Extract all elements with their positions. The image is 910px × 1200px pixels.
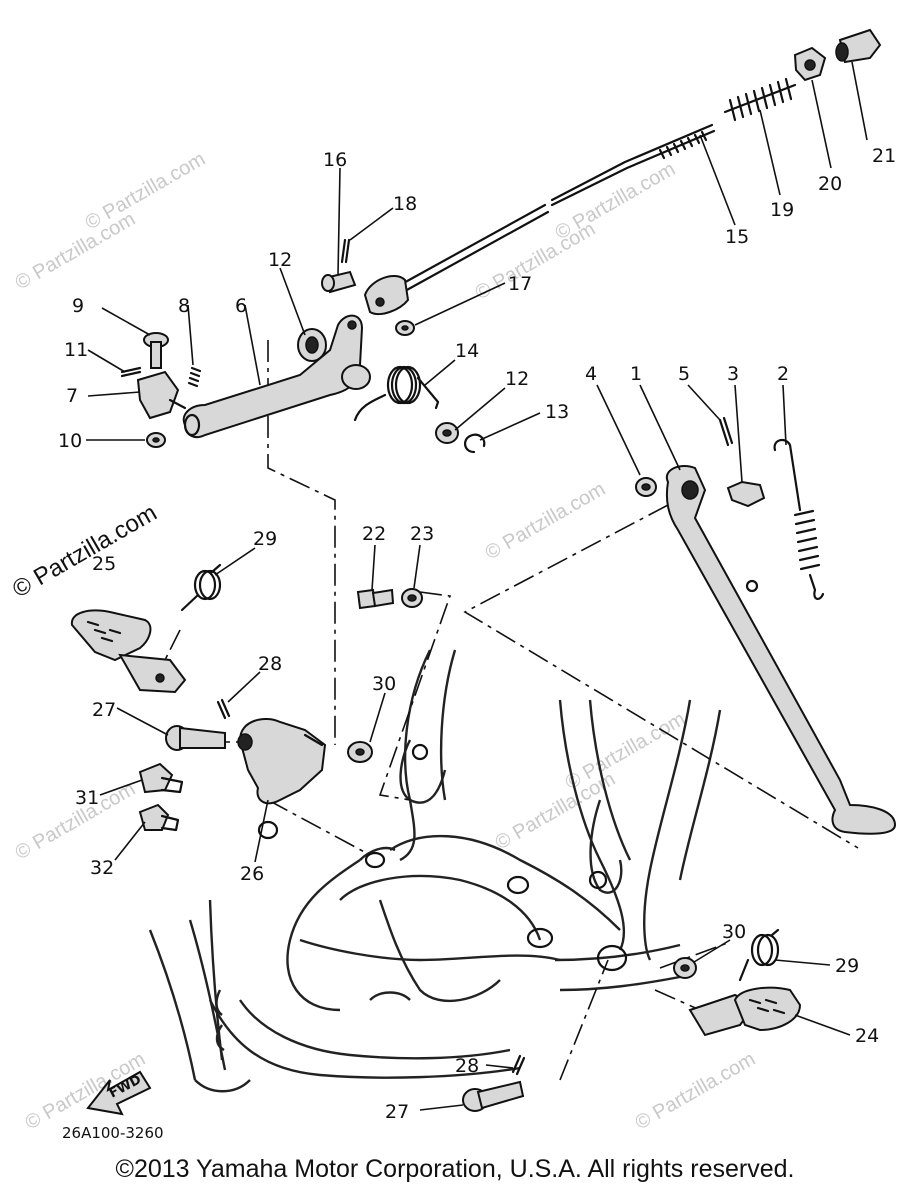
callout-17: 17 — [508, 273, 532, 295]
part-8-small-spring — [187, 366, 202, 388]
part-25-footrest-left — [70, 609, 187, 694]
part-19-spring — [723, 77, 797, 122]
part-4-washer — [635, 477, 657, 497]
callout-5: 5 — [678, 363, 690, 385]
part-23-nut — [401, 588, 423, 608]
part-13-circlip — [464, 433, 486, 454]
part-18-cotter-pin — [340, 238, 351, 264]
part-15-brake-rod — [363, 123, 716, 316]
part-17-washer — [395, 320, 415, 336]
part-27-pin-upper — [165, 725, 226, 751]
part-27-pin-lower — [462, 1080, 525, 1112]
callout-26: 26 — [240, 863, 264, 885]
diagram-code: 26A100-3260 — [62, 1124, 164, 1142]
part-2-stand-spring — [773, 438, 825, 600]
part-21-adjuster-nut — [835, 28, 882, 64]
part-24-footrest-right — [688, 986, 802, 1037]
callout-24: 24 — [855, 1025, 879, 1047]
part-30-washer-lower — [673, 957, 697, 979]
callout-16: 16 — [323, 149, 347, 171]
part-14-return-spring — [353, 365, 440, 422]
part-28-cotter-pin-upper — [216, 698, 231, 720]
watermark-text: © Partzilla.com — [482, 478, 610, 564]
callout-3: 3 — [727, 363, 739, 385]
callout-29-lower: 29 — [835, 955, 859, 977]
callout-29-upper: 29 — [253, 528, 277, 550]
callout-27-lower: 27 — [385, 1101, 409, 1123]
part-5-cotter-pin — [718, 416, 734, 447]
callout-28-lower: 28 — [455, 1055, 479, 1077]
copyright-notice: ©2013 Yamaha Motor Corporation, U.S.A. A… — [115, 1155, 795, 1183]
watermark-text: © Partzilla.com — [82, 148, 210, 234]
callout-12-upper: 12 — [268, 249, 292, 271]
callout-18: 18 — [393, 193, 417, 215]
callout-13: 13 — [545, 401, 569, 423]
callout-27-upper: 27 — [92, 699, 116, 721]
callout-12-lower: 12 — [505, 368, 529, 390]
part-9-pin — [143, 332, 169, 369]
callout-25: 25 — [92, 553, 116, 575]
part-16-clevis-pin — [321, 270, 357, 294]
callout-22: 22 — [362, 523, 386, 545]
callout-30-upper: 30 — [372, 673, 396, 695]
watermark-text: © Partzilla.com — [632, 1048, 760, 1134]
part-12-collar-upper — [297, 328, 327, 362]
part-3-pivot-bolt — [726, 480, 766, 508]
callout-30-lower: 30 — [722, 921, 746, 943]
motorcycle-frame — [148, 649, 722, 1093]
callout-23: 23 — [410, 523, 434, 545]
callout-28-upper: 28 — [258, 653, 282, 675]
watermark-text: © Partzilla.com — [492, 768, 620, 854]
part-29-footrest-spring-upper — [180, 563, 222, 612]
part-12-collar-lower — [435, 422, 459, 444]
forward-arrow-icon: FWD — [86, 1070, 152, 1116]
callout-9: 9 — [72, 295, 84, 317]
part-6-brake-pedal — [182, 314, 371, 439]
callout-10: 10 — [58, 430, 82, 452]
callout-leader-lines — [86, 61, 868, 1111]
part-20-wing-nut — [793, 46, 827, 82]
part-1-side-stand — [665, 464, 897, 835]
part-7-clevis — [136, 370, 187, 420]
callout-numbers: 21 20 19 15 16 18 17 12 9 8 6 11 7 10 14… — [58, 145, 896, 1123]
part-32-flange-bolt — [138, 803, 180, 832]
callout-8: 8 — [178, 295, 190, 317]
watermark-text: © Partzilla.com — [562, 708, 690, 794]
callout-2: 2 — [777, 363, 789, 385]
part-26-footrest-bracket — [237, 718, 327, 840]
assembly-lines — [149, 340, 859, 1081]
callout-14: 14 — [455, 340, 479, 362]
callout-31: 31 — [75, 787, 99, 809]
part-31-flange-bolt — [138, 762, 184, 794]
callout-19: 19 — [770, 199, 794, 221]
watermark-text: © Partzilla.com — [12, 208, 140, 294]
callout-20: 20 — [818, 173, 842, 195]
callout-6: 6 — [235, 295, 247, 317]
watermark-text: © Partzilla.com — [552, 158, 680, 244]
part-10-washer — [146, 432, 166, 448]
callout-21: 21 — [872, 145, 896, 167]
callout-7: 7 — [66, 385, 78, 407]
callout-32: 32 — [90, 857, 114, 879]
callout-15: 15 — [725, 226, 749, 248]
part-28-cotter-pin-lower — [511, 1054, 526, 1076]
callout-1: 1 — [630, 363, 642, 385]
part-29-footrest-spring-lower — [738, 928, 780, 982]
part-30-washer-upper — [347, 741, 373, 763]
callout-11: 11 — [64, 339, 88, 361]
callout-4: 4 — [585, 363, 597, 385]
part-22-bolt — [356, 588, 395, 610]
